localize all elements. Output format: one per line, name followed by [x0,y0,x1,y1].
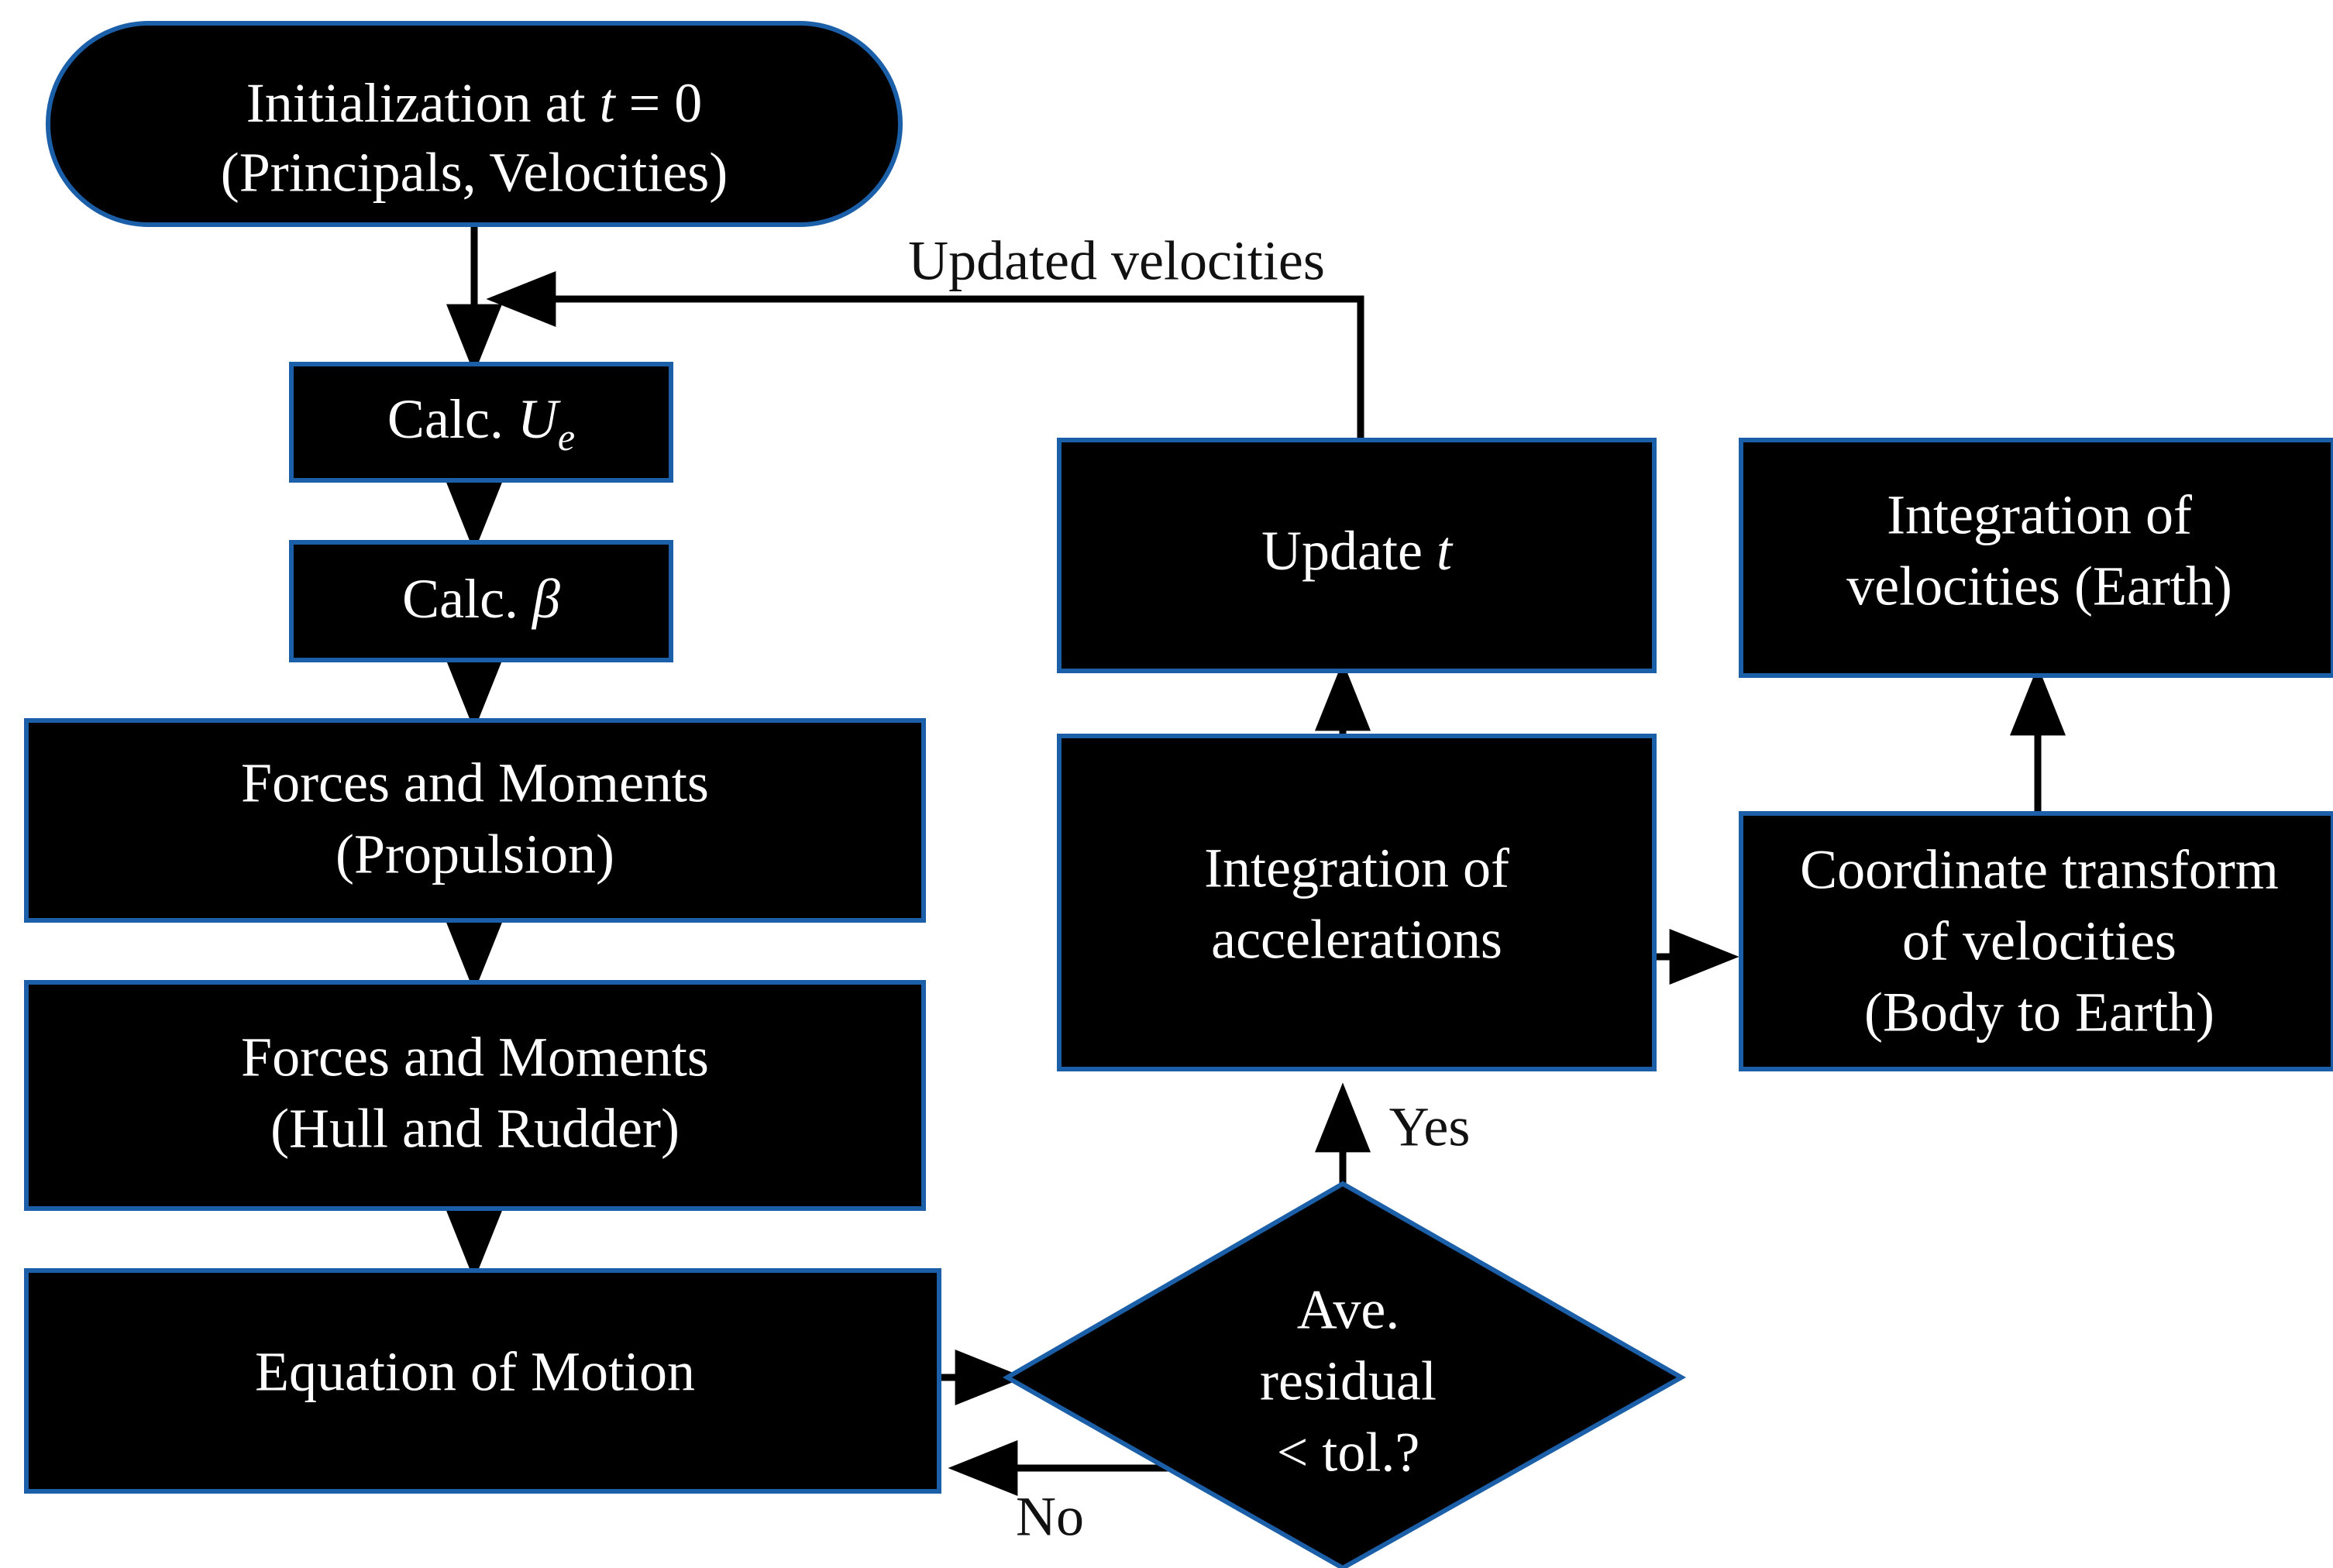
decision-residual-line1: Ave. [1297,1279,1400,1341]
forces-propulsion-line2: (Propulsion) [335,824,614,885]
integration-accelerations-line1: Integration of [1204,837,1509,899]
coordinate-transform-line3: (Body to Earth) [1864,982,2214,1044]
edge-label-yes: Yes [1389,1096,1471,1158]
calc-beta-line1-var: β [531,568,560,630]
calc-ue-line1-pre: Calc. [387,388,518,450]
forces-hull-rudder-line1: Forces and Moments [241,1026,709,1088]
coordinate-transform-line1: Coordinate transform [1800,839,2279,901]
node-equation-of-motion[interactable]: Equation of Motion [24,1268,941,1494]
node-calc-beta[interactable]: Calc. β [289,540,673,662]
integration-accelerations-line2: accelerations [1211,909,1502,971]
initialization-line2: (Principals, Velocities) [221,142,728,204]
svg-text:Update t: Update t [1261,520,1454,582]
equation-of-motion-line1: Equation of Motion [255,1341,695,1403]
edge-label-updated-velocities: Updated velocities [908,230,1325,292]
calc-beta-line1-pre: Calc. [402,568,532,630]
node-integration-velocities[interactable]: Integration of velocities (Earth) [1739,438,2333,678]
decision-residual-line3: < tol.? [1277,1422,1420,1484]
edge-update-t-to-calc-ue-feedback [486,271,1364,440]
node-forces-hull-rudder[interactable]: Forces and Moments (Hull and Rudder) [24,980,926,1211]
calc-ue-line1-sub: e [558,415,575,459]
node-coordinate-transform[interactable]: Coordinate transform of velocities (Body… [1739,811,2333,1071]
update-t-line1-pre: Update [1261,520,1437,582]
forces-hull-rudder-line2: (Hull and Rudder) [270,1098,680,1160]
update-t-line1-var: t [1437,520,1454,582]
edge-label-no: No [1016,1486,1084,1548]
node-initialization[interactable]: Initialization at t = 0 (Principals, Vel… [46,21,903,227]
calc-ue-line1-var: U [518,388,561,450]
initialization-line1-var: t [600,72,617,134]
forces-propulsion-line1: Forces and Moments [241,752,709,814]
initialization-line1-pre: Initialization at [246,72,600,134]
integration-velocities-line2: velocities (Earth) [1846,555,2232,617]
node-forces-propulsion[interactable]: Forces and Moments (Propulsion) [24,718,926,923]
integration-velocities-line1: Integration of [1887,484,2192,546]
node-calc-ue[interactable]: Calc. Ue [289,362,673,483]
decision-residual-line2: residual [1260,1350,1437,1412]
node-decision-residual[interactable]: Ave. residual < tol.? [1002,1181,1687,1568]
initialization-line1-post: = 0 [615,72,703,134]
svg-text:Initialization at t = 0: Initialization at t = 0 [246,72,702,134]
coordinate-transform-line2: of velocities [1902,910,2176,972]
svg-text:Calc. Ue: Calc. Ue [387,388,575,459]
svg-text:Calc. β: Calc. β [402,568,560,630]
node-integration-accelerations[interactable]: Integration of accelerations [1057,734,1657,1071]
node-update-t[interactable]: Update t [1057,438,1657,673]
